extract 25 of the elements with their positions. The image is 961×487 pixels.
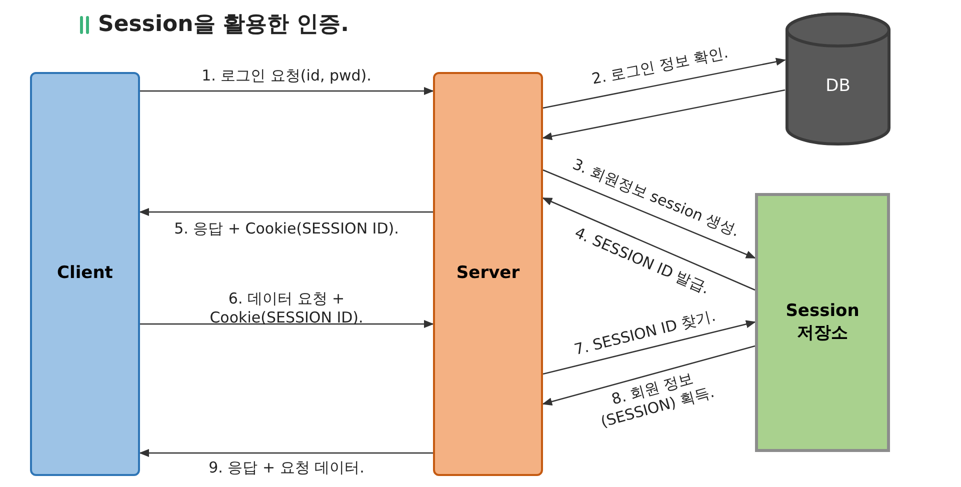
edge-label: 9. 응답 + 요청 데이터. [208, 458, 364, 478]
node-label: Session 저장소 [784, 301, 860, 344]
database-cylinder [785, 12, 891, 146]
node-label: Client [56, 263, 114, 285]
edge-label: 7. SESSION ID 찾기. [572, 307, 718, 360]
arrow [139, 208, 433, 216]
node-label: DB [824, 76, 852, 98]
arrow [542, 58, 786, 109]
storage-box [755, 193, 890, 452]
edge-label: 2. 로그인 정보 확인. [590, 44, 730, 89]
arrow [542, 169, 756, 259]
edge-label: 5. 응답 + Cookie(SESSION ID). [174, 220, 399, 238]
arrow [140, 87, 434, 95]
arrow [139, 449, 433, 457]
edge-label: 6. 데이터 요청 + Cookie(SESSION ID). [208, 289, 364, 327]
process-box [30, 72, 140, 476]
process-box [433, 72, 543, 476]
arrow [542, 89, 786, 140]
arrow [542, 345, 756, 406]
arrow [140, 320, 434, 328]
arrow [542, 320, 756, 375]
arrow [542, 197, 756, 291]
title: Session을 활용한 인증. [98, 11, 349, 39]
edge-label: 1. 로그인 요청(id, pwd). [202, 66, 372, 86]
node-label: Server [455, 263, 521, 285]
